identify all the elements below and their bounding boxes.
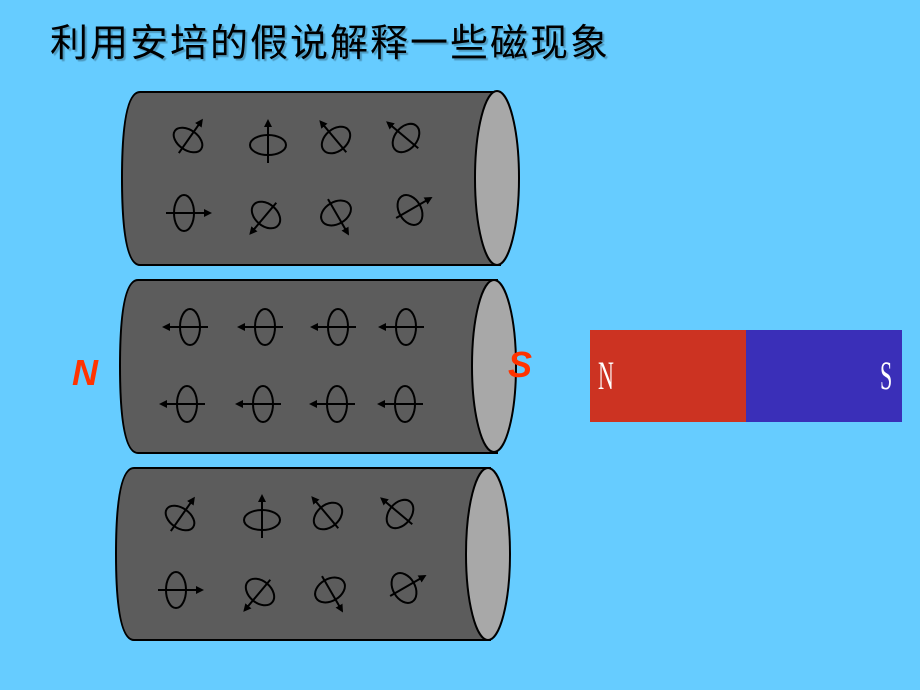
current-loop-icon	[311, 496, 344, 531]
current-loop-icon	[235, 385, 281, 423]
current-loop-icon	[159, 385, 205, 423]
cylinder-aligned-middle	[118, 279, 517, 454]
cylinder-end-face	[474, 90, 520, 266]
current-loop-icon	[158, 571, 204, 609]
current-loop-icon	[166, 194, 212, 232]
current-loop-icon	[243, 577, 276, 612]
current-loop-icon	[389, 572, 427, 604]
current-loop-icon	[386, 121, 421, 154]
pole-label-north: N	[72, 352, 98, 393]
current-loop-icon	[249, 200, 282, 235]
cylinder-random-top	[120, 90, 520, 266]
page-title: 利用安培的假说解释一些磁现象	[50, 21, 611, 65]
current-loop-icon	[314, 575, 346, 613]
current-loop-icon	[164, 496, 196, 532]
current-loop-icon	[309, 385, 355, 423]
bar-magnet	[590, 330, 902, 422]
bar-magnet-north-half	[590, 330, 746, 422]
current-loop-icon	[378, 308, 424, 346]
current-loop-icon	[377, 385, 423, 423]
current-loop-icon	[320, 198, 352, 236]
bar-magnet-north-label: N	[598, 353, 614, 398]
current-loop-icon	[243, 494, 281, 538]
current-loop-icon	[319, 120, 352, 155]
current-loop-icon	[249, 119, 287, 163]
current-loop-icon	[380, 497, 415, 530]
cylinder-random-bottom	[114, 467, 511, 641]
bar-magnet-south-label: S	[880, 353, 893, 398]
cylinder-end-face	[471, 279, 517, 453]
bar-magnet-south-half	[746, 330, 902, 422]
cylinder-end-face	[465, 467, 511, 641]
pole-label-south: S	[508, 344, 533, 385]
current-loop-icon	[162, 308, 208, 346]
current-loop-icon	[310, 308, 356, 346]
current-loop-icon	[172, 118, 204, 154]
current-loop-icon	[237, 308, 283, 346]
current-loop-icon	[395, 194, 433, 226]
